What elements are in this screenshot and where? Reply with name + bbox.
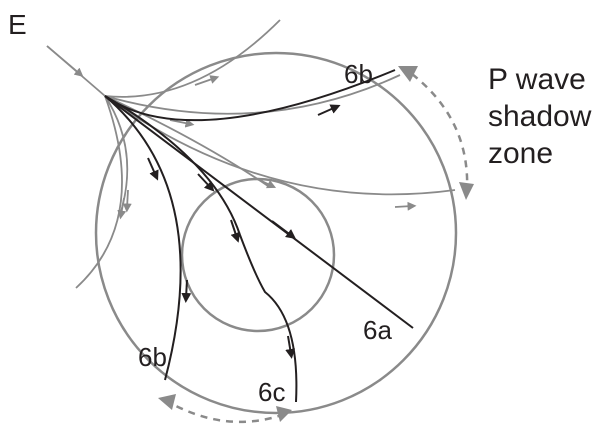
- ray-6c-arrow-3: [288, 336, 291, 354]
- grey-ray-6-arrow: [127, 190, 128, 208]
- shadow-zone-arrowhead-bottom-left: [158, 394, 176, 410]
- shadow-zone-arrowhead-right-top: [398, 66, 418, 82]
- label-6a: 6a: [363, 315, 392, 345]
- ray-6a-arrow: [272, 221, 292, 236]
- ray-6b-bottom: [105, 96, 181, 380]
- shadow-zone-label-line1: P wave: [488, 63, 586, 96]
- shadow-zone-label-line3: zone: [488, 137, 553, 170]
- label-6c: 6c: [258, 377, 285, 407]
- ray-6a: [105, 96, 413, 328]
- shadow-zone-arrowhead-right-bottom: [459, 182, 474, 200]
- grey-ray-3-arrow: [395, 206, 412, 207]
- source-label-e: E: [8, 9, 27, 40]
- grey-ray-1: [105, 20, 280, 97]
- core-outline: [182, 179, 334, 331]
- ray-6b-top-arrow: [318, 107, 336, 115]
- label-6b-bottom: 6b: [138, 342, 167, 372]
- shadow-zone-label-line2: shadow: [488, 100, 592, 133]
- ray-6b-bottom-arrow-1: [148, 158, 156, 176]
- ray-6b-bottom-arrow-2: [186, 280, 187, 298]
- ray-6c: [105, 96, 296, 402]
- shadow-zone-arc-right: [412, 74, 467, 190]
- shadow-zone-arrowhead-bottom-right: [276, 406, 292, 422]
- incoming-ray-arrow: [47, 46, 80, 74]
- label-6b-top: 6b: [344, 59, 373, 89]
